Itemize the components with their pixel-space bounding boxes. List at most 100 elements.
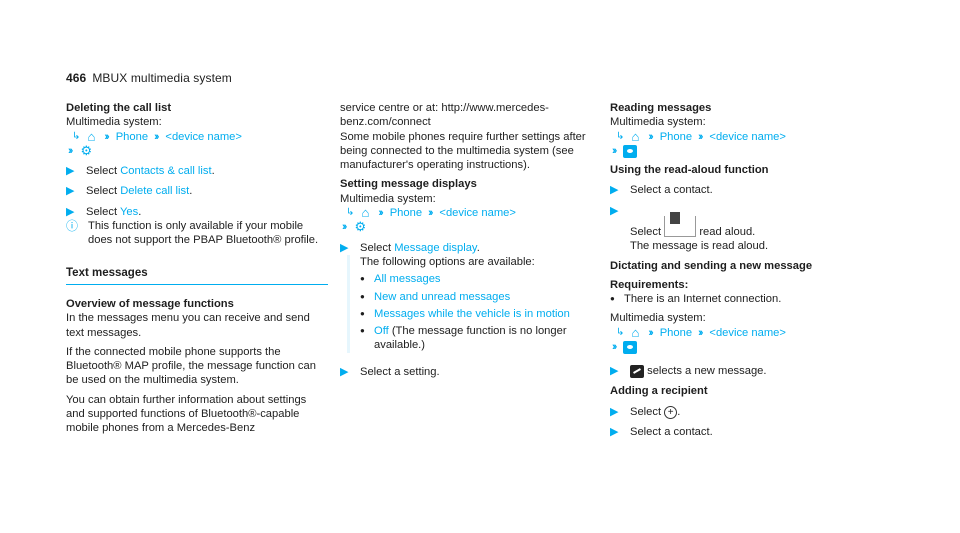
option-in-motion: Messages while the vehicle is in motion — [374, 307, 570, 320]
path-arrow-icon: ↳ — [616, 130, 625, 142]
plus-icon: + — [664, 406, 678, 420]
step-text: Select — [86, 185, 121, 198]
step-arrow-icon: ▶ — [340, 241, 349, 254]
phone-menu-item: Phone — [389, 207, 423, 220]
menu-path-settings: ›› ⚙ — [66, 143, 328, 158]
step-text: Select — [360, 241, 395, 254]
column-2: service centre or at: http://www.mercede… — [340, 101, 592, 379]
step-arrow-icon: ▶ — [610, 365, 619, 378]
path-arrow-icon: ↳ — [346, 207, 355, 219]
step-text: Select — [630, 225, 662, 238]
double-chevron-icon: ›› — [648, 326, 654, 339]
step-yes: ▶ Select Yes. — [66, 205, 142, 218]
menu-path-messages: ›› — [610, 340, 870, 354]
options-intro: The following options are available: — [360, 255, 535, 268]
service-centre-para: service centre or at: http://www.mercede… — [340, 102, 549, 129]
read-aloud-icon — [664, 211, 697, 237]
double-chevron-icon: ›› — [698, 130, 704, 143]
path-arrow-icon: ↳ — [616, 326, 625, 338]
requirement-item: ●There is an Internet connection. — [610, 292, 782, 305]
double-chevron-icon: ›› — [378, 207, 384, 220]
option-item: ●Off (The message function is no longer … — [360, 325, 567, 352]
step-new-message: ▶ selects a new message. — [610, 364, 870, 378]
options-list: The following options are available: ●Al… — [347, 254, 592, 353]
step-delete-call-list: ▶ Select Delete call list. — [66, 185, 193, 198]
read-aloud-text: read aloud. — [699, 225, 756, 238]
info-icon: ⓘ — [66, 219, 79, 234]
step-arrow-icon: ▶ — [66, 165, 75, 178]
page-number: 466 — [66, 71, 87, 85]
home-icon: ⌂ — [631, 128, 640, 144]
message-bubble-icon — [623, 144, 638, 158]
multimedia-system-label: Multimedia system: — [610, 116, 706, 129]
yes-link: Yes — [120, 205, 139, 218]
double-chevron-icon: ›› — [104, 130, 110, 143]
option-new-unread: New and unread messages — [374, 290, 511, 303]
requirement-text: There is an Internet connection. — [624, 292, 782, 305]
menu-path: ↳ ⌂ ›› Phone ›› <device name> — [346, 205, 592, 220]
home-icon: ⌂ — [87, 128, 96, 144]
dictating-heading: Dictating and sending a new message — [610, 260, 813, 273]
menu-path-settings: ›› ⚙ — [340, 220, 592, 234]
double-chevron-icon: ›› — [612, 144, 618, 157]
step-arrow-icon: ▶ — [66, 205, 75, 218]
double-chevron-icon: ›› — [428, 207, 434, 220]
step-select-contacts: ▶ Select Contacts & call list. — [66, 165, 215, 178]
overview-para-3: You can obtain further information about… — [66, 393, 307, 435]
column-1: Deleting the call list Multimedia system… — [66, 101, 328, 436]
step-arrow-icon: ▶ — [610, 184, 619, 197]
double-chevron-icon: ›› — [698, 326, 704, 339]
phone-menu-item: Phone — [659, 326, 693, 339]
option-off-text: (The message function is no longer avail… — [374, 325, 567, 352]
overview-para-2: If the connected mobile phone supports t… — [66, 345, 316, 387]
multimedia-system-label: Multimedia system: — [340, 192, 436, 205]
menu-path: ↳ ⌂ ›› Phone ›› <device name> — [616, 128, 870, 144]
device-name-item: <device name> — [439, 207, 516, 220]
option-off: Off — [374, 325, 389, 338]
device-name-item: <device name> — [165, 130, 242, 143]
step-arrow-icon: ▶ — [66, 185, 75, 198]
menu-path-messages: ›› — [610, 144, 870, 158]
step-message-display: ▶ Select Message display. — [340, 241, 480, 254]
step-text: Select — [86, 205, 120, 218]
read-result-text: The message is read aloud. — [630, 240, 769, 253]
double-chevron-icon: ›› — [612, 340, 618, 353]
option-item: ●Messages while the vehicle is in motion — [360, 307, 570, 320]
settings-requirement-para: Some mobile phones require further setti… — [340, 130, 586, 172]
gear-icon: ⚙ — [354, 219, 367, 235]
menu-path: ↳ ⌂ ›› Phone ›› <device name> — [72, 128, 328, 144]
info-note: ⓘ This function is only available if you… — [66, 219, 328, 248]
step-arrow-icon: ▶ — [610, 426, 619, 439]
step-select-setting: ▶ Select a setting. — [340, 365, 592, 379]
overview-heading: Overview of message functions — [66, 297, 234, 310]
path-arrow-icon: ↳ — [72, 130, 81, 142]
requirements-heading: Requirements: — [610, 278, 689, 291]
setting-displays-heading: Setting message displays — [340, 178, 477, 191]
phone-menu-item: Phone — [659, 130, 693, 143]
message-display-link: Message display — [394, 241, 477, 254]
step-text: Select a setting. — [360, 365, 440, 378]
page-header-title: MBUX multimedia system — [92, 71, 232, 85]
contacts-call-list-link: Contacts & call list — [120, 165, 212, 178]
multimedia-system-label: Multimedia system: — [610, 312, 706, 325]
read-aloud-heading: Using the read-aloud function — [610, 164, 769, 177]
multimedia-system-label: Multimedia system: — [66, 116, 162, 129]
phone-menu-item: Phone — [115, 130, 149, 143]
step-text: Select — [630, 405, 662, 418]
reading-messages-heading: Reading messages — [610, 102, 712, 114]
option-item: ●All messages — [360, 273, 441, 286]
text-messages-heading: Text messages — [66, 266, 328, 285]
column-3: Reading messages Multimedia system: ↳ ⌂ … — [610, 101, 870, 440]
delete-call-list-link: Delete call list — [120, 185, 190, 198]
deleting-call-list-heading: Deleting the call list — [66, 102, 172, 114]
step-arrow-icon: ▶ — [610, 405, 619, 418]
home-icon: ⌂ — [631, 324, 640, 340]
step-select-plus: ▶ Select +. — [610, 405, 681, 420]
step-text: Select — [86, 165, 121, 178]
step-read-aloud: ▶ Select read aloud. The message is read… — [610, 204, 870, 254]
step-text: Select a contact. — [630, 426, 713, 439]
page-header: 466 MBUX multimedia system — [66, 71, 232, 85]
step-select-contact-2: ▶ Select a contact. — [610, 425, 870, 439]
overview-para-1: In the messages menu you can receive and… — [66, 312, 310, 339]
double-chevron-icon: ›› — [342, 221, 348, 234]
